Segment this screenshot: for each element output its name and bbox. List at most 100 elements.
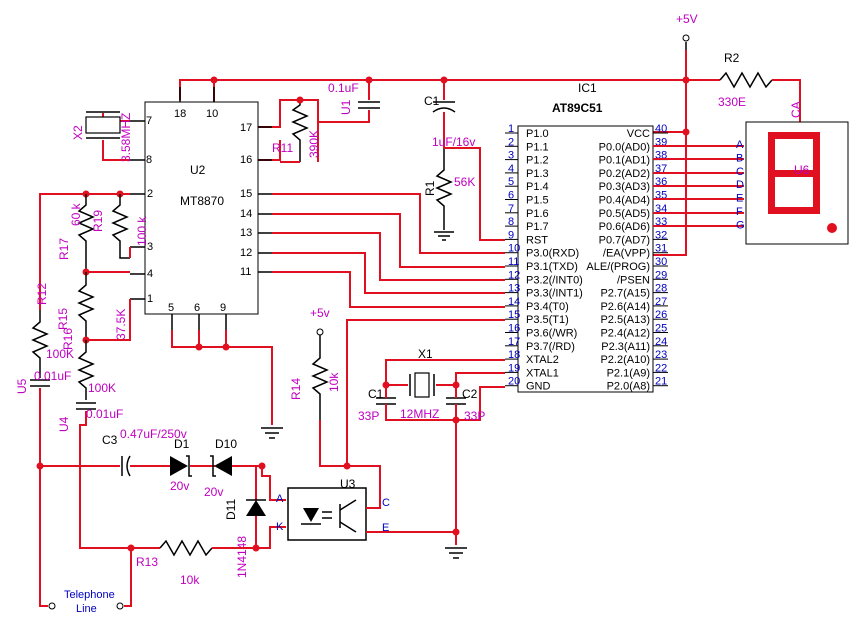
ic1-left-pin-number: 5 — [508, 176, 514, 188]
u2-pin7: 7 — [146, 115, 152, 127]
r16-resistor — [77, 340, 95, 400]
u6-segment-label-f: F — [736, 206, 743, 218]
ic1-left-pin-label: RST — [526, 234, 548, 246]
ic1-left-pin-label: P1.6 — [526, 208, 549, 220]
c1-xtal-ref: C1 — [368, 387, 384, 401]
ic1-part: AT89C51 — [552, 101, 603, 115]
ic1-left-pin-label: P1.0 — [526, 128, 549, 140]
r14-ref: R14 — [289, 378, 303, 400]
r15-ref: R15 — [56, 308, 70, 330]
ic1-left-pin-number: 16 — [508, 323, 520, 335]
u3-pin-e: E — [382, 522, 389, 534]
u2-ref: U2 — [190, 163, 206, 177]
ic1-right-pin-number: 40 — [655, 123, 667, 135]
ic1-left-pin-label: P1.3 — [526, 168, 549, 180]
u2-pin14: 14 — [240, 208, 252, 220]
r1-resistor — [435, 148, 453, 230]
u2-pin12: 12 — [240, 247, 252, 259]
ic1-left-pin-number: 3 — [508, 150, 514, 162]
ic1-left-pin-number: 10 — [508, 243, 520, 255]
ic1-right-pin-label: P0.7(AD7) — [599, 234, 650, 246]
ic1-right-pin-label: P0.2(AD2) — [599, 168, 650, 180]
d11-diode — [246, 500, 266, 516]
ic1-left-pin-label: P1.2 — [526, 155, 549, 167]
ic1-right-pin-label: P2.4(A12) — [600, 328, 650, 340]
ic1-right-pin-label: /PSEN — [617, 274, 650, 286]
u5-value: 0.01uF — [34, 369, 71, 383]
d10-diode — [214, 456, 232, 476]
u2-pin18: 18 — [174, 108, 186, 120]
r17-value: 60 k — [69, 202, 83, 226]
ic1-right-pin-number: 23 — [655, 349, 667, 361]
r17-resistor — [77, 194, 95, 272]
r13-resistor — [159, 539, 213, 557]
r19-value: 100 k — [135, 216, 149, 246]
ic1-left-pin-number: 1 — [508, 123, 514, 135]
r16-ref: R16 — [61, 328, 75, 350]
telephone-terminal-1 — [48, 602, 56, 610]
ic1-right-pin-number: 21 — [655, 376, 667, 388]
r12-resistor — [31, 310, 49, 378]
ic1-left-pin-label: P3.2(/INT0) — [526, 274, 583, 286]
ic1-right-pin-label: P0.3(AD3) — [599, 181, 650, 193]
ic1-right-pin-label: P0.5(AD5) — [599, 208, 650, 220]
ic1-left-pin-number: 18 — [508, 349, 520, 361]
u3-pin-a: A — [276, 493, 284, 505]
ic1-right-pin-label: P2.1(A9) — [607, 367, 650, 379]
ic1-left-pin-number: 19 — [508, 362, 520, 374]
ic1-right-pin-label: P2.7(A15) — [600, 288, 650, 300]
d1-value: 20v — [170, 479, 189, 493]
u3-pin-k: K — [276, 521, 284, 533]
r17-ref: R17 — [57, 238, 71, 260]
ic1-left-pin-number: 15 — [508, 309, 520, 321]
x2-crystal — [85, 116, 121, 134]
u2-pin3: 3 — [147, 241, 153, 253]
u6-decimal-point — [827, 223, 837, 233]
x1-value: 12MHZ — [400, 407, 439, 421]
u6-ca-label: CA — [789, 101, 803, 118]
ic1-left-pin-label: P1.5 — [526, 195, 549, 207]
ic1-right-pin-number: 25 — [655, 323, 667, 335]
ic1-right-pin-number: 29 — [655, 269, 667, 281]
ic1-right-pin-number: 27 — [655, 296, 667, 308]
u2-pin2: 2 — [147, 188, 153, 200]
ic1-right-pin-number: 22 — [655, 362, 667, 374]
u2-body — [144, 101, 259, 315]
u6-segment-label-g: G — [736, 219, 745, 231]
d11-ref: D11 — [224, 499, 238, 520]
ic1-right-pin-number: 30 — [655, 256, 667, 268]
ic1-left-pin-number: 17 — [508, 336, 520, 348]
u2-pin15: 15 — [240, 188, 252, 200]
c1-xtal-value: 33P — [358, 409, 379, 423]
ic1-right-pin-label: P2.2(A10) — [600, 354, 650, 366]
ic1-right-pin-label: P2.0(A8) — [607, 381, 650, 393]
r11-resistor — [291, 100, 309, 162]
r13-value: 10k — [180, 573, 200, 587]
ic1-left-pin-number: 4 — [508, 163, 514, 175]
ic1-ref: IC1 — [578, 81, 597, 95]
u5-ref: U5 — [15, 378, 29, 394]
ic1-right-pin-number: 32 — [655, 229, 667, 241]
u2-pin4: 4 — [147, 268, 153, 280]
ic1-right-pin-label: P0.0(AD0) — [599, 141, 650, 153]
telephone-label-1: Telephone — [64, 589, 115, 601]
vcc-rail — [653, 50, 687, 256]
supply-5v: +5V — [676, 12, 698, 50]
ic1-right-pin-label: P2.6(A14) — [600, 301, 650, 313]
ic1-right-pin-label: /EA(VPP) — [603, 248, 650, 260]
ic1-right-pin-number: 28 — [655, 283, 667, 295]
ic1-right-pin-label: P0.4(AD4) — [599, 195, 650, 207]
ic1-right-pin-label: P0.6(AD6) — [599, 221, 650, 233]
ic1-right-pin-number: 24 — [655, 336, 667, 348]
d1-diode — [170, 456, 188, 476]
x1-crystal — [414, 372, 430, 398]
ic1-left-pin-number: 8 — [508, 216, 514, 228]
r2-resistor — [719, 71, 773, 89]
u4-ref: U4 — [57, 416, 71, 432]
ic1-right-pin-number: 37 — [655, 163, 667, 175]
u6-digit-8 — [768, 132, 820, 214]
r19-ref: R19 — [91, 210, 105, 232]
r1-value: 56K — [454, 175, 475, 189]
